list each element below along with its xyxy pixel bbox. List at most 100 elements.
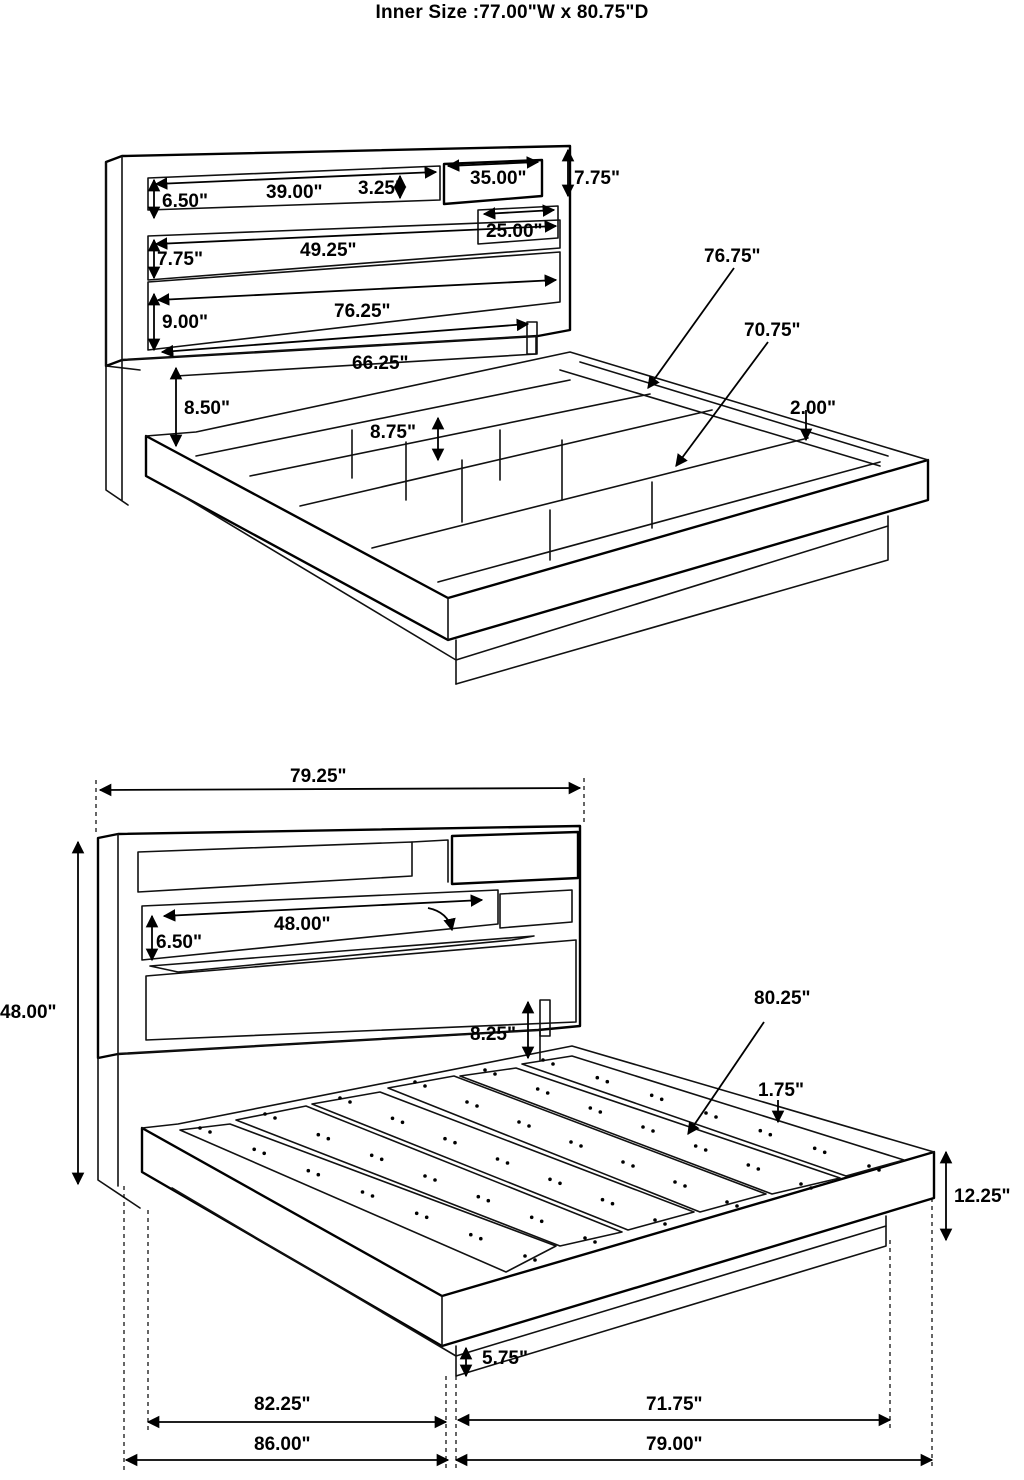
screw-dot bbox=[208, 1130, 212, 1134]
screw-dot bbox=[735, 1204, 739, 1208]
screw-dot bbox=[867, 1164, 871, 1168]
bottom-clearance-label: 5.75" bbox=[482, 1348, 528, 1369]
screw-dot bbox=[545, 1091, 550, 1095]
screw-dot bbox=[539, 1219, 544, 1224]
top-rail-offset-label: 2.00" bbox=[790, 398, 836, 419]
bottom-dimension-labels: 79.25" 48.00" 48.00" 6.50" 8.25" 80.25" … bbox=[0, 766, 1011, 1455]
screw-dot bbox=[659, 1097, 664, 1102]
top-side-shelf-width-label: 25.00" bbox=[486, 221, 543, 242]
screw-dot bbox=[595, 1075, 600, 1080]
top-cubby-width-label: 3.25" bbox=[358, 178, 404, 199]
top-drawer-height-label: 7.75" bbox=[574, 168, 620, 189]
screw-dot bbox=[360, 1190, 365, 1194]
top-platform-frame bbox=[144, 351, 930, 685]
top-shelf-width-label: 39.00" bbox=[266, 182, 323, 203]
screw-dot bbox=[551, 1062, 555, 1066]
bottom-shelf-height-label: 6.50" bbox=[156, 932, 202, 953]
screw-dot bbox=[262, 1151, 267, 1156]
screw-dot bbox=[610, 1201, 615, 1206]
screw-dot bbox=[443, 1136, 447, 1141]
screw-dot bbox=[523, 1254, 527, 1258]
top-rail-length-label: 76.75" bbox=[704, 246, 761, 267]
screw-dot bbox=[703, 1148, 708, 1152]
screw-dot bbox=[583, 1236, 587, 1240]
screw-dot bbox=[809, 1186, 813, 1190]
bottom-inner-depth-label: 82.25" bbox=[254, 1394, 311, 1415]
screw-dot bbox=[338, 1096, 342, 1100]
screw-dot bbox=[535, 1087, 540, 1091]
top-drawer-width-label: 35.00" bbox=[470, 168, 527, 189]
screw-dot bbox=[558, 1181, 562, 1186]
screw-dot bbox=[198, 1126, 202, 1130]
screw-dot bbox=[423, 1174, 427, 1178]
screw-dot bbox=[453, 1140, 457, 1145]
screw-dot bbox=[758, 1128, 763, 1133]
screw-dot bbox=[621, 1160, 625, 1164]
screw-dot bbox=[465, 1100, 469, 1104]
top-rail-to-shelf-label: 8.50" bbox=[184, 398, 230, 419]
screw-dot bbox=[649, 1093, 654, 1098]
screw-dot bbox=[693, 1144, 698, 1148]
screw-dot bbox=[541, 1058, 545, 1062]
bottom-overall-base-width-label: 79.00" bbox=[646, 1434, 703, 1455]
screw-dot bbox=[413, 1080, 417, 1084]
bottom-bed-drawing: 79.25" 48.00" 48.00" 6.50" 8.25" 80.25" … bbox=[0, 766, 1011, 1470]
bottom-overall-width-label: 79.25" bbox=[290, 766, 347, 787]
screw-dot bbox=[486, 1198, 491, 1203]
screw-dot bbox=[527, 1124, 531, 1128]
screw-dot bbox=[877, 1168, 881, 1172]
screw-dot bbox=[505, 1161, 510, 1165]
screw-dot bbox=[569, 1140, 573, 1144]
screw-dot bbox=[316, 1172, 321, 1177]
screw-dot bbox=[529, 1215, 534, 1220]
top-slat-length-label: 70.75" bbox=[744, 320, 801, 341]
bottom-platform bbox=[140, 1045, 936, 1377]
screw-dot bbox=[316, 1132, 321, 1137]
bottom-overall-height-label: 48.00" bbox=[0, 1002, 57, 1023]
top-middle-height-label: 7.75" bbox=[157, 249, 203, 270]
top-dimension-labels: 6.50" 39.00" 3.25" 35.00" 7.75" 25.00" 7… bbox=[157, 168, 836, 443]
screw-dot bbox=[651, 1129, 655, 1133]
screw-dot bbox=[663, 1222, 667, 1226]
top-lower-height-label: 9.00" bbox=[162, 312, 208, 333]
screw-dot bbox=[598, 1110, 603, 1114]
screw-dot bbox=[469, 1232, 473, 1237]
screw-dot bbox=[479, 1236, 483, 1241]
top-shelf-height-label: 6.50" bbox=[162, 191, 208, 212]
screw-dot bbox=[483, 1068, 487, 1072]
screw-dot bbox=[588, 1106, 593, 1110]
screw-dot bbox=[379, 1157, 384, 1162]
screw-dot bbox=[306, 1168, 311, 1173]
screw-dot bbox=[631, 1164, 635, 1168]
screw-dot bbox=[799, 1182, 803, 1186]
screw-dot bbox=[605, 1079, 610, 1084]
screw-dot bbox=[433, 1178, 437, 1182]
screw-dot bbox=[683, 1184, 687, 1188]
screw-dot bbox=[548, 1177, 552, 1182]
screw-dot bbox=[600, 1197, 605, 1202]
bottom-rail-height-label: 1.75" bbox=[758, 1080, 804, 1101]
screw-dot bbox=[725, 1200, 729, 1204]
top-slat-gap-label: 8.75" bbox=[370, 422, 416, 443]
screw-dot bbox=[475, 1104, 479, 1108]
top-headboard-width-label: 66.25" bbox=[352, 353, 409, 374]
screw-dot bbox=[579, 1144, 583, 1148]
bottom-shelf-width-label: 48.00" bbox=[274, 914, 331, 935]
screw-dot bbox=[533, 1258, 537, 1262]
top-middle-width-label: 49.25" bbox=[300, 240, 357, 261]
top-headboard bbox=[104, 144, 572, 506]
top-lower-width-label: 76.25" bbox=[334, 301, 391, 322]
screw-dot bbox=[768, 1132, 773, 1137]
bottom-side-height-label: 12.25" bbox=[954, 1186, 1011, 1207]
screw-dot bbox=[714, 1115, 718, 1119]
top-bed-drawing: 6.50" 39.00" 3.25" 35.00" 7.75" 25.00" 7… bbox=[104, 144, 930, 685]
screw-dot bbox=[493, 1072, 497, 1076]
screw-dot bbox=[653, 1218, 657, 1222]
screw-dot bbox=[390, 1116, 395, 1121]
screw-dot bbox=[641, 1125, 645, 1129]
screw-dot bbox=[370, 1194, 375, 1198]
bottom-overall-depth-label: 86.00" bbox=[254, 1434, 311, 1455]
screw-dot bbox=[273, 1116, 277, 1120]
screw-dot bbox=[263, 1112, 267, 1116]
screw-dot bbox=[252, 1147, 256, 1152]
